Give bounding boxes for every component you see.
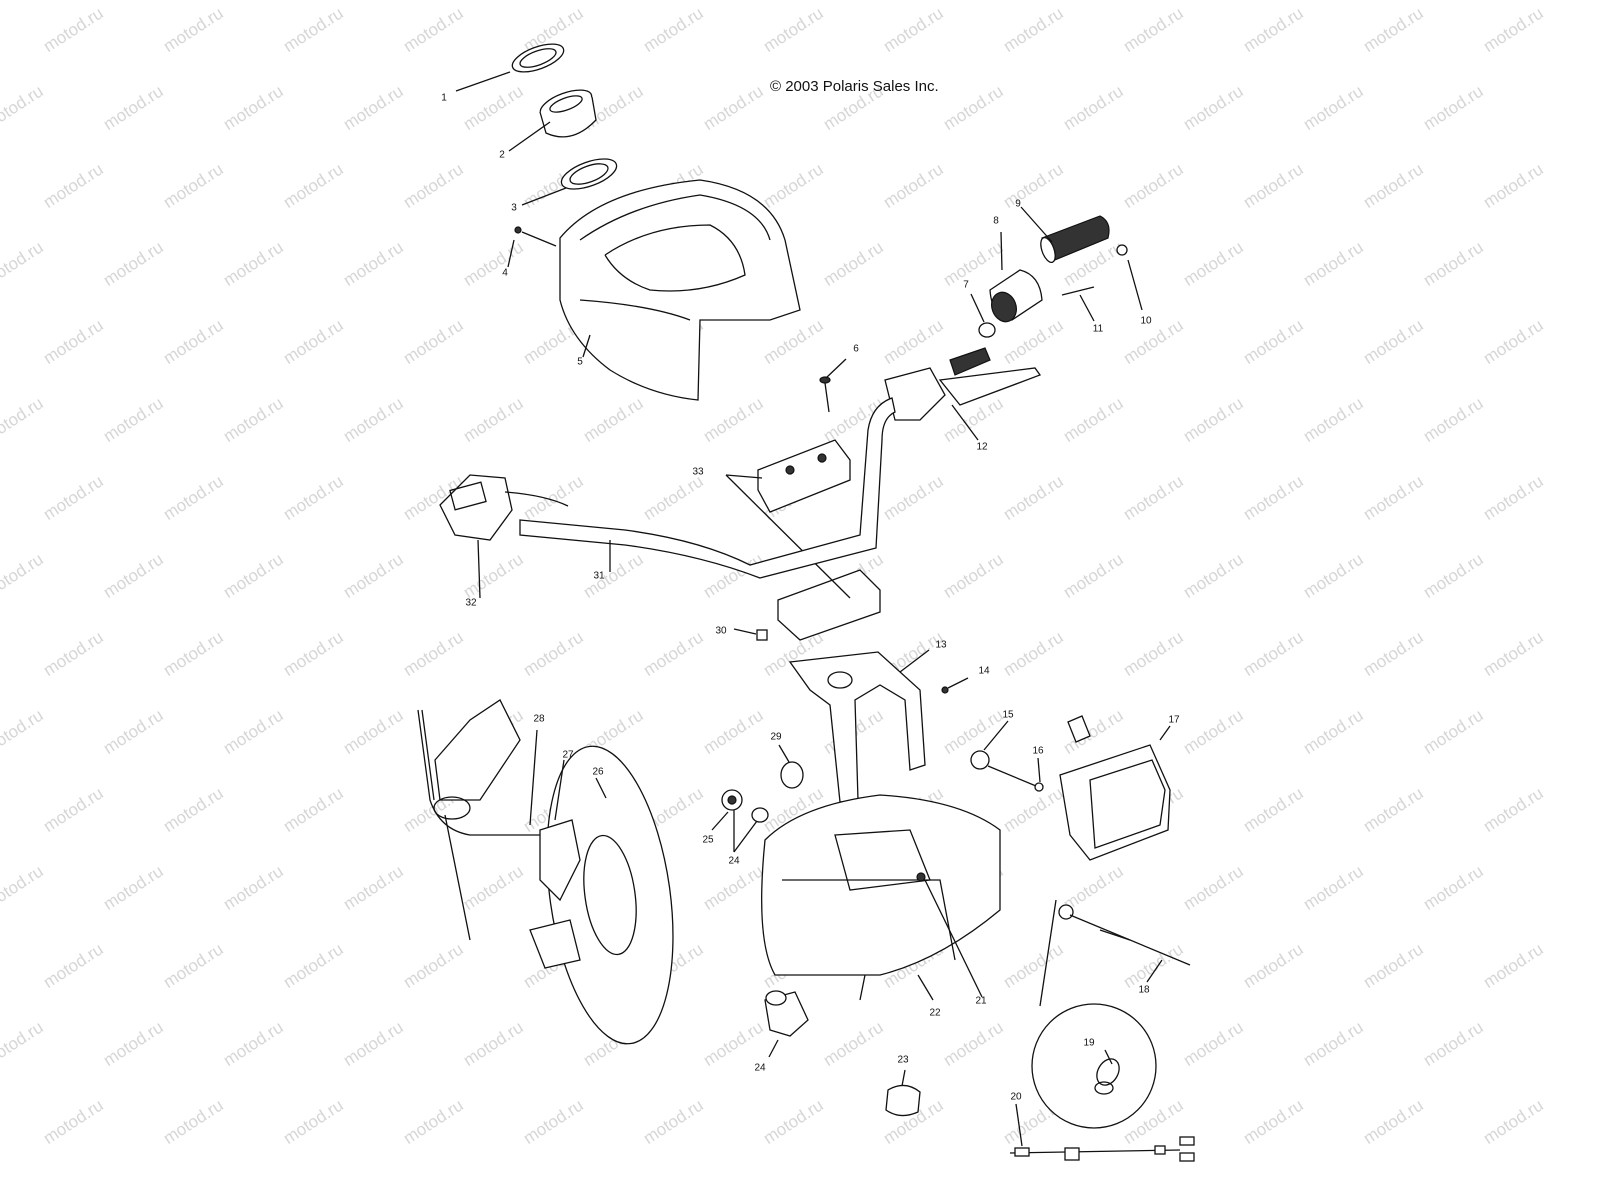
bolt-6 bbox=[819, 376, 831, 413]
callout-23: 23 bbox=[897, 1054, 909, 1066]
callout-19: 19 bbox=[1083, 1037, 1095, 1049]
wire-harness-20 bbox=[1009, 1136, 1195, 1162]
grommet-29 bbox=[780, 761, 804, 789]
brake-lever-12 bbox=[884, 347, 1042, 421]
callout-11: 11 bbox=[1092, 323, 1104, 335]
caliper-27 bbox=[529, 819, 581, 969]
front-panel-22 bbox=[761, 794, 1001, 1001]
spindle-frame bbox=[433, 699, 521, 941]
callout-4: 4 bbox=[502, 267, 508, 279]
handlebar-cover-5 bbox=[559, 179, 801, 401]
seal-ring-3 bbox=[560, 158, 618, 190]
bushing-2 bbox=[539, 89, 597, 138]
callout-24-lower: 24 bbox=[754, 1062, 766, 1074]
nut-16 bbox=[1034, 782, 1044, 792]
callout-24-upper: 24 bbox=[728, 855, 740, 867]
switch-24b bbox=[764, 990, 809, 1037]
callout-8: 8 bbox=[993, 215, 999, 227]
callout-10: 10 bbox=[1140, 315, 1152, 327]
headlight-17 bbox=[1059, 715, 1171, 861]
throttle-switch-8 bbox=[989, 269, 1043, 323]
callout-33: 33 bbox=[692, 466, 704, 478]
callout-12: 12 bbox=[976, 441, 988, 453]
bar-clamp-upper-33 bbox=[757, 439, 851, 513]
callout-20: 20 bbox=[1010, 1091, 1022, 1103]
screw-10 bbox=[1116, 244, 1128, 256]
callout-5: 5 bbox=[577, 356, 583, 368]
callout-7: 7 bbox=[963, 279, 969, 291]
fastener-21 bbox=[916, 872, 926, 882]
callout-13: 13 bbox=[935, 639, 947, 651]
washer-7 bbox=[978, 322, 996, 338]
callout-18: 18 bbox=[1138, 984, 1150, 996]
callout-3: 3 bbox=[511, 202, 517, 214]
callout-32: 32 bbox=[465, 597, 477, 609]
callout-30: 30 bbox=[715, 625, 727, 637]
grommet-24a bbox=[751, 807, 769, 823]
callout-17: 17 bbox=[1168, 714, 1180, 726]
callout-16: 16 bbox=[1032, 745, 1044, 757]
switch-25 bbox=[721, 789, 743, 811]
grip-9 bbox=[1040, 215, 1110, 264]
handlebar-31 bbox=[519, 397, 896, 579]
cable-18 bbox=[1058, 904, 1191, 966]
callout-2: 2 bbox=[499, 149, 505, 161]
master-cylinder-32 bbox=[439, 474, 569, 541]
screw-14 bbox=[941, 686, 949, 694]
brake-disc-26 bbox=[546, 745, 674, 1045]
callout-14: 14 bbox=[978, 665, 990, 677]
callout-25: 25 bbox=[702, 834, 714, 846]
callout-28: 28 bbox=[533, 713, 545, 725]
detail-inset-19 bbox=[1031, 899, 1157, 1129]
callout-6: 6 bbox=[853, 343, 859, 355]
callout-21: 21 bbox=[975, 995, 987, 1007]
callout-27: 27 bbox=[562, 749, 574, 761]
callout-26: 26 bbox=[592, 766, 604, 778]
seal-ring-1 bbox=[511, 43, 565, 73]
callout-22: 22 bbox=[929, 1007, 941, 1019]
cable-clamp-23 bbox=[885, 1084, 921, 1117]
bracket-clip-30 bbox=[756, 629, 768, 641]
adjuster-15 bbox=[970, 750, 1037, 787]
callout-9: 9 bbox=[1015, 198, 1021, 210]
copyright-notice: © 2003 Polaris Sales Inc. bbox=[770, 78, 939, 95]
callout-15: 15 bbox=[1002, 709, 1014, 721]
callout-1: 1 bbox=[441, 92, 447, 104]
mount-bracket-13 bbox=[788, 651, 926, 803]
brake-line-28 bbox=[417, 709, 540, 836]
callout-31: 31 bbox=[593, 570, 605, 582]
callout-29: 29 bbox=[770, 731, 782, 743]
bar-clamp-lower-33 bbox=[777, 569, 881, 641]
